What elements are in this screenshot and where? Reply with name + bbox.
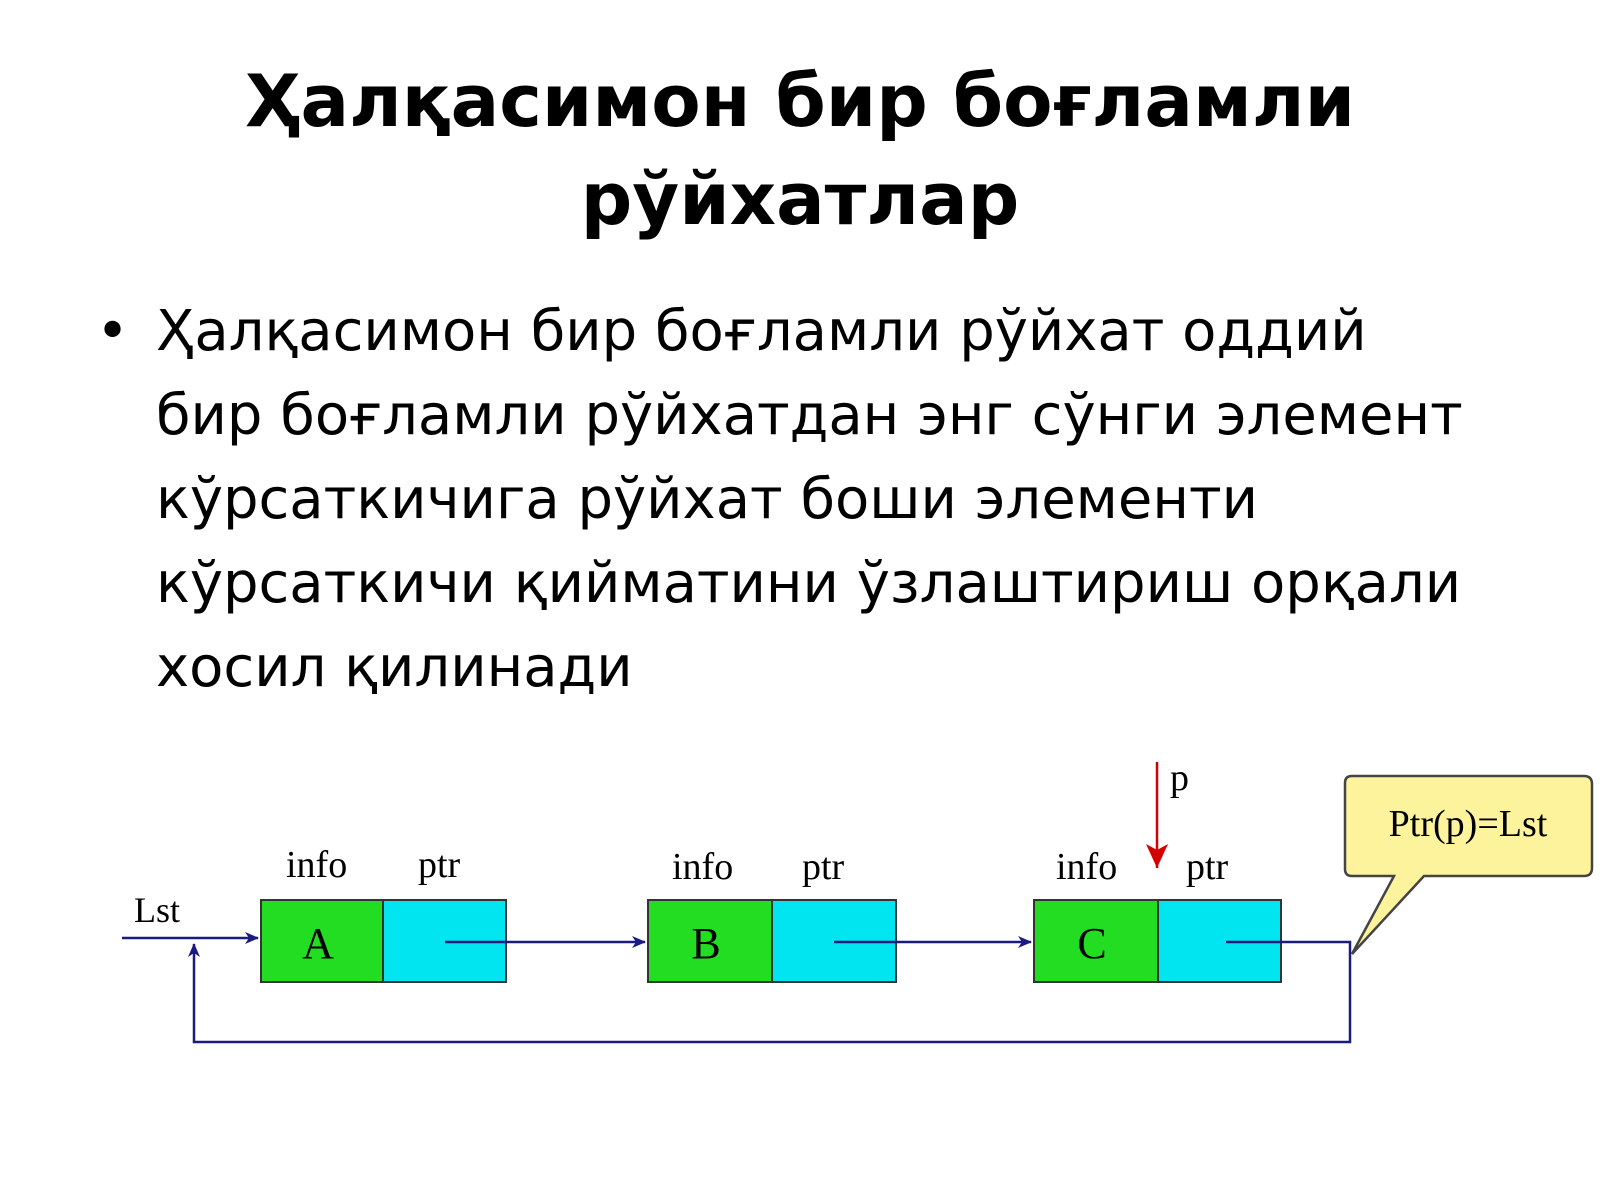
bullet-text-line: Ҳалқасимон бир боғламли рўйхат оддий bbox=[156, 299, 1367, 364]
list-node-c: info ptr C bbox=[1033, 846, 1282, 983]
list-node-a: info ptr A bbox=[260, 844, 507, 983]
node-b-info-header: info bbox=[672, 846, 733, 888]
callout-bubble bbox=[1343, 774, 1594, 955]
lst-label: Lst bbox=[134, 890, 180, 930]
bullet-text-line: хосил қилинади bbox=[156, 635, 633, 700]
node-a-ptr-header: ptr bbox=[418, 844, 461, 886]
bullet-list: • Ҳалқасимон бир боғламли рўйхат оддий б… bbox=[96, 290, 1516, 710]
bullet-icon: • bbox=[96, 299, 130, 364]
slide-title: Ҳалқасимон бир боғламли рўйхатлар bbox=[80, 52, 1520, 248]
circular-return-link bbox=[188, 940, 1352, 1044]
slide-title-line: рўйхатлар bbox=[580, 157, 1020, 241]
node-b-ptr-header: ptr bbox=[802, 846, 845, 888]
node-c-value: C bbox=[1077, 919, 1106, 968]
node-b-value: B bbox=[691, 919, 720, 968]
bullet-text-line: кўрсаткичига рўйхат боши элементи bbox=[156, 467, 1258, 532]
node-a-info-header: info bbox=[286, 844, 347, 886]
node-c-info-header: info bbox=[1056, 846, 1117, 888]
bullet-item: • Ҳалқасимон бир боғламли рўйхат оддий б… bbox=[96, 290, 1516, 710]
node-c-info-cell bbox=[1033, 899, 1159, 983]
node-a-info-cell bbox=[260, 899, 384, 983]
node-c-ptr-header: ptr bbox=[1186, 846, 1229, 888]
callout-text: Ptr(p)=Lst bbox=[1389, 803, 1548, 845]
bullet-text-line: бир боғламли рўйхатдан энг сўнги элемент bbox=[156, 383, 1463, 448]
node-a-value: A bbox=[302, 919, 334, 968]
node-a-ptr-cell bbox=[382, 899, 507, 983]
slide-title-line: Ҳалқасимон бир боғламли bbox=[244, 59, 1356, 143]
p-pointer-label: p bbox=[1170, 757, 1189, 799]
list-node-b: info ptr B bbox=[647, 846, 897, 983]
bullet-text-line: кўрсаткичи қийматини ўзлаштириш орқали bbox=[156, 551, 1462, 616]
node-b-info-cell bbox=[647, 899, 773, 983]
